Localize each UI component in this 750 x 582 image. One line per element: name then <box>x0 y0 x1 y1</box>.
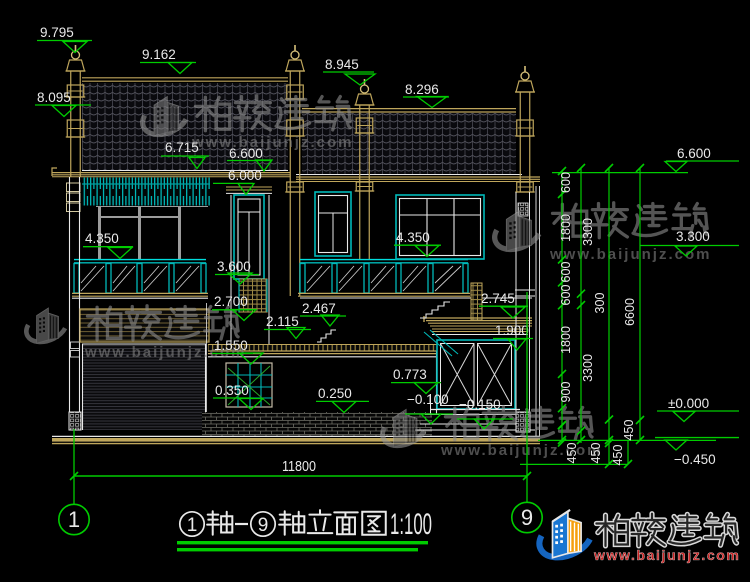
svg-text:0.350: 0.350 <box>215 383 249 398</box>
svg-text:450: 450 <box>622 420 636 441</box>
svg-text:1:100: 1:100 <box>390 508 432 541</box>
svg-text:600: 600 <box>559 285 573 306</box>
svg-text:1: 1 <box>68 507 80 532</box>
svg-text:2.745: 2.745 <box>481 291 515 306</box>
svg-text:1800: 1800 <box>559 326 573 354</box>
svg-text:2.115: 2.115 <box>266 314 299 329</box>
svg-text:6.600: 6.600 <box>229 146 263 161</box>
svg-text:www.baijunjz.com: www.baijunjz.com <box>549 246 711 263</box>
svg-text:6600: 6600 <box>623 298 637 326</box>
svg-text:450: 450 <box>589 443 603 464</box>
svg-text:600: 600 <box>559 172 573 193</box>
svg-text:9: 9 <box>521 505 533 530</box>
svg-text:−0.100: −0.100 <box>407 392 449 407</box>
svg-text:9.795: 9.795 <box>40 25 74 40</box>
svg-text:9: 9 <box>258 515 269 536</box>
svg-text:8.095: 8.095 <box>37 90 71 105</box>
svg-text:2.467: 2.467 <box>302 301 336 316</box>
svg-text:6.715: 6.715 <box>165 140 199 155</box>
svg-text:300: 300 <box>593 293 607 314</box>
svg-text:2.700: 2.700 <box>214 294 248 309</box>
svg-text:450: 450 <box>611 445 625 466</box>
svg-text:−0.150: −0.150 <box>459 397 501 412</box>
svg-text:−0.450: −0.450 <box>674 452 716 467</box>
svg-text:www.baijunjz.com: www.baijunjz.com <box>191 134 353 151</box>
svg-text:1: 1 <box>187 515 198 536</box>
svg-text:3.600: 3.600 <box>217 259 251 274</box>
svg-text:0.773: 0.773 <box>393 367 427 382</box>
svg-text:www.baijunjz.com: www.baijunjz.com <box>84 344 246 361</box>
svg-text:9.162: 9.162 <box>142 47 176 62</box>
svg-text:1.550: 1.550 <box>214 338 248 353</box>
svg-text:8.296: 8.296 <box>405 82 439 97</box>
svg-text:8.945: 8.945 <box>325 57 359 72</box>
svg-text:450: 450 <box>565 443 579 464</box>
svg-text:0.250: 0.250 <box>318 386 352 401</box>
svg-text:±0.000: ±0.000 <box>668 396 709 411</box>
svg-text:3300: 3300 <box>581 354 595 382</box>
svg-text:4.350: 4.350 <box>85 231 119 246</box>
svg-text:3300: 3300 <box>581 218 595 246</box>
svg-text:6.000: 6.000 <box>228 168 262 183</box>
svg-text:600: 600 <box>559 262 573 283</box>
svg-text:1800: 1800 <box>559 214 573 242</box>
svg-text:11800: 11800 <box>282 459 316 475</box>
svg-text:900: 900 <box>559 382 573 403</box>
svg-text:www.baijunjz.com: www.baijunjz.com <box>593 547 740 563</box>
svg-text:4.350: 4.350 <box>396 230 430 245</box>
svg-text:www.baijunjz.com: www.baijunjz.com <box>440 442 602 459</box>
svg-text:1.900: 1.900 <box>495 323 529 338</box>
svg-text:3.300: 3.300 <box>676 229 710 244</box>
svg-text:6.600: 6.600 <box>677 146 711 161</box>
